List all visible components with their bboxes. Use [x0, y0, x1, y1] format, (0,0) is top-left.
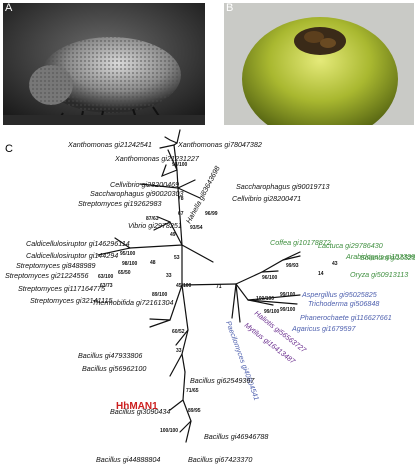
support-value: 49 [170, 232, 176, 238]
support-value: 98/100 [122, 261, 138, 267]
taxon-label-fungus: Agaricus gi1679597 [291, 324, 357, 333]
support-value: 99/100 [280, 307, 296, 313]
taxon-label-plant: Lactuca gi29786430 [318, 241, 383, 250]
support-value: 48 [150, 260, 156, 266]
phylogenetic-tree: Xanthomonas gi21242541 Xanthomonas gi780… [5, 129, 415, 464]
support-value: 98/100 [172, 162, 188, 168]
taxon-label: Streptomyces gi8488989 [16, 261, 96, 270]
taxon-label: Vibrio gi2978251 [128, 221, 182, 230]
taxon-label: Cellvibrio gi28200471 [232, 194, 301, 203]
taxon-label: Thermobifida gi72161304 [92, 298, 174, 307]
support-value: 71 [216, 284, 222, 290]
taxon-label-fungus: Phanerochaete gi116627661 [300, 313, 392, 322]
taxon-label-fungus: Trichoderma gi506848 [308, 299, 379, 308]
support-value: 63/100 [98, 274, 114, 280]
support-value: 65/50 [118, 270, 131, 276]
support-value: 96/100 [262, 275, 278, 281]
taxon-label: Xanthomonas gi21231227 [114, 154, 200, 163]
beetle-sem-photo [3, 3, 205, 125]
support-value: 63/73 [100, 283, 113, 289]
taxon-label-fungus: Aspergillus gi95025825 [301, 290, 378, 299]
taxon-label-plant: Arabidopsis gi15239973 [345, 252, 415, 261]
support-value: 71/65 [186, 388, 199, 394]
taxon-label: Xanthomonas gi21242541 [67, 140, 152, 149]
support-value: 45/100 [176, 283, 192, 289]
coffee-berry-photo [224, 3, 414, 125]
tree-branches [97, 129, 301, 443]
taxon-label: Bacillus gi46946788 [204, 432, 268, 441]
support-value: 99/100 [264, 309, 280, 315]
support-value: 100/100 [256, 296, 274, 302]
taxon-label: Bacillus gi44888804 [96, 455, 160, 464]
taxon-label: Saccharophagus gi90020303 [90, 189, 184, 198]
taxon-label: Bacillus gi56962100 [82, 364, 146, 373]
support-value: 33 [176, 348, 182, 354]
support-value: 89/100 [152, 292, 168, 298]
support-value: 33 [166, 273, 172, 279]
taxon-label: Streptomyces gi21224556 [5, 271, 89, 280]
panel-label-b: B [226, 2, 234, 14]
support-value: 99/100 [280, 292, 296, 298]
taxon-label: Streptomyces gi32141115 [30, 296, 113, 305]
support-value: 53 [174, 255, 180, 261]
support-value: 78 [178, 196, 184, 202]
taxon-label: Caldicellulosiruptor gi144294 [26, 251, 118, 260]
taxon-label: Cellvibrio gi28200469 [110, 180, 179, 189]
panel-label-a: A [5, 2, 13, 14]
taxon-label: Bacillus gi47933806 [78, 351, 142, 360]
taxon-label-plant: Coffea gi10178872 [270, 238, 331, 247]
taxon-label: Saccharophagus gi90019713 [236, 182, 330, 191]
taxon-label: Caldicellulosiruptor gi146296114 [26, 239, 130, 248]
support-value: 95/100 [120, 251, 136, 257]
support-value: 99/93 [286, 263, 299, 269]
support-value: 67 [178, 211, 184, 217]
taxon-label: Bacillus gi3090434 [110, 407, 170, 416]
support-value: 43 [332, 261, 338, 267]
support-value: 87/63 [146, 216, 159, 222]
taxon-label-plant: Oryza gi50913113 [350, 270, 408, 279]
taxon-label-plant: Solanum gi15529113 [360, 253, 415, 262]
taxon-label: Bacillus gi62549367 [190, 376, 255, 385]
support-value: 60/52 [172, 329, 185, 335]
taxon-label: Streptomyces gi19262983 [78, 199, 162, 208]
hhman1-highlight-label: HhMAN1 [116, 401, 158, 412]
support-value: 100/100 [160, 428, 178, 434]
support-value: 93/54 [190, 225, 203, 231]
taxon-label: Xanthomonas gi78047382 [177, 140, 262, 149]
support-value: 14 [318, 271, 324, 277]
taxon-label: Streptomyces gi117164775 [18, 284, 106, 293]
support-value: 89/95 [188, 408, 201, 414]
taxon-label: Bacillus gi67423370 [188, 455, 252, 464]
panel-label-c: C [5, 143, 13, 155]
support-value: 96/99 [205, 211, 218, 217]
